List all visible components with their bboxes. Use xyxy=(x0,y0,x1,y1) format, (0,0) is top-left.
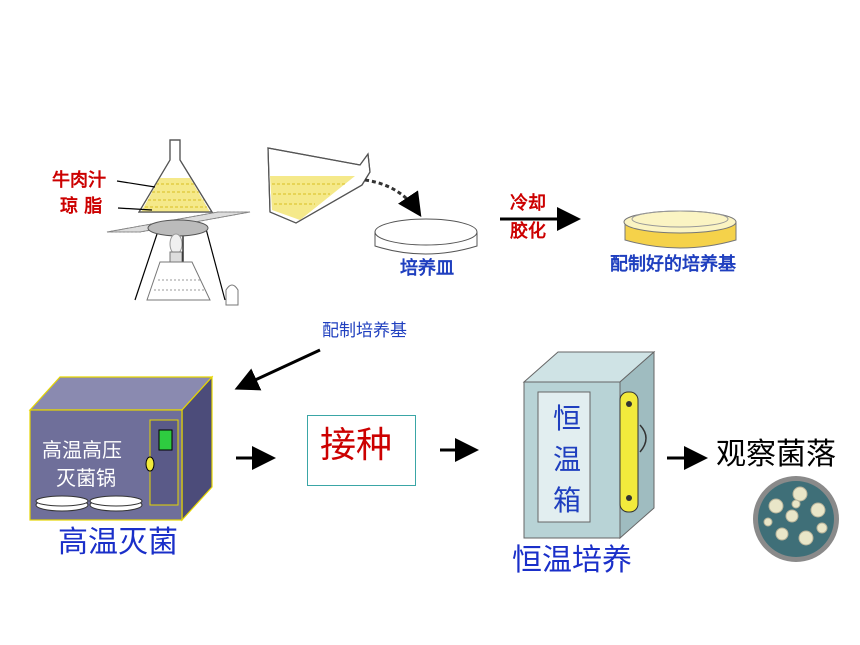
label-autoclave-line2: 灭菌锅 xyxy=(56,466,116,490)
petri-dish xyxy=(374,218,478,255)
label-cool: 冷却 xyxy=(510,193,546,214)
label-petri-dish: 培养皿 xyxy=(400,258,454,279)
heating-flask-apparatus xyxy=(106,139,251,306)
label-incubator-char-3: 箱 xyxy=(553,484,582,517)
pouring-flask xyxy=(267,147,422,224)
label-inoculate: 接种 xyxy=(320,425,393,466)
inoculate-box: 接种 xyxy=(307,415,416,486)
label-agar: 琼 脂 xyxy=(60,196,103,217)
label-sterilize: 高温灭菌 xyxy=(58,525,178,560)
label-beef-broth: 牛肉汁 xyxy=(52,170,106,191)
label-prepare-medium: 配制培养基 xyxy=(322,321,407,341)
colony-dish xyxy=(753,476,839,562)
label-autoclave-line1: 高温高压 xyxy=(42,438,122,462)
autoclave xyxy=(28,375,214,522)
label-prepared-medium: 配制好的培养基 xyxy=(610,254,736,275)
label-incubator-char-1: 恒 xyxy=(553,402,582,435)
label-incubator-char-2: 温 xyxy=(553,443,582,476)
prepared-medium-dish xyxy=(623,210,737,249)
label-incubate: 恒温培养 xyxy=(512,543,632,578)
label-observe: 观察菌落 xyxy=(716,437,836,472)
incubator xyxy=(522,350,656,540)
prepare-arrow xyxy=(234,348,321,391)
label-gel: 胶化 xyxy=(510,221,546,242)
